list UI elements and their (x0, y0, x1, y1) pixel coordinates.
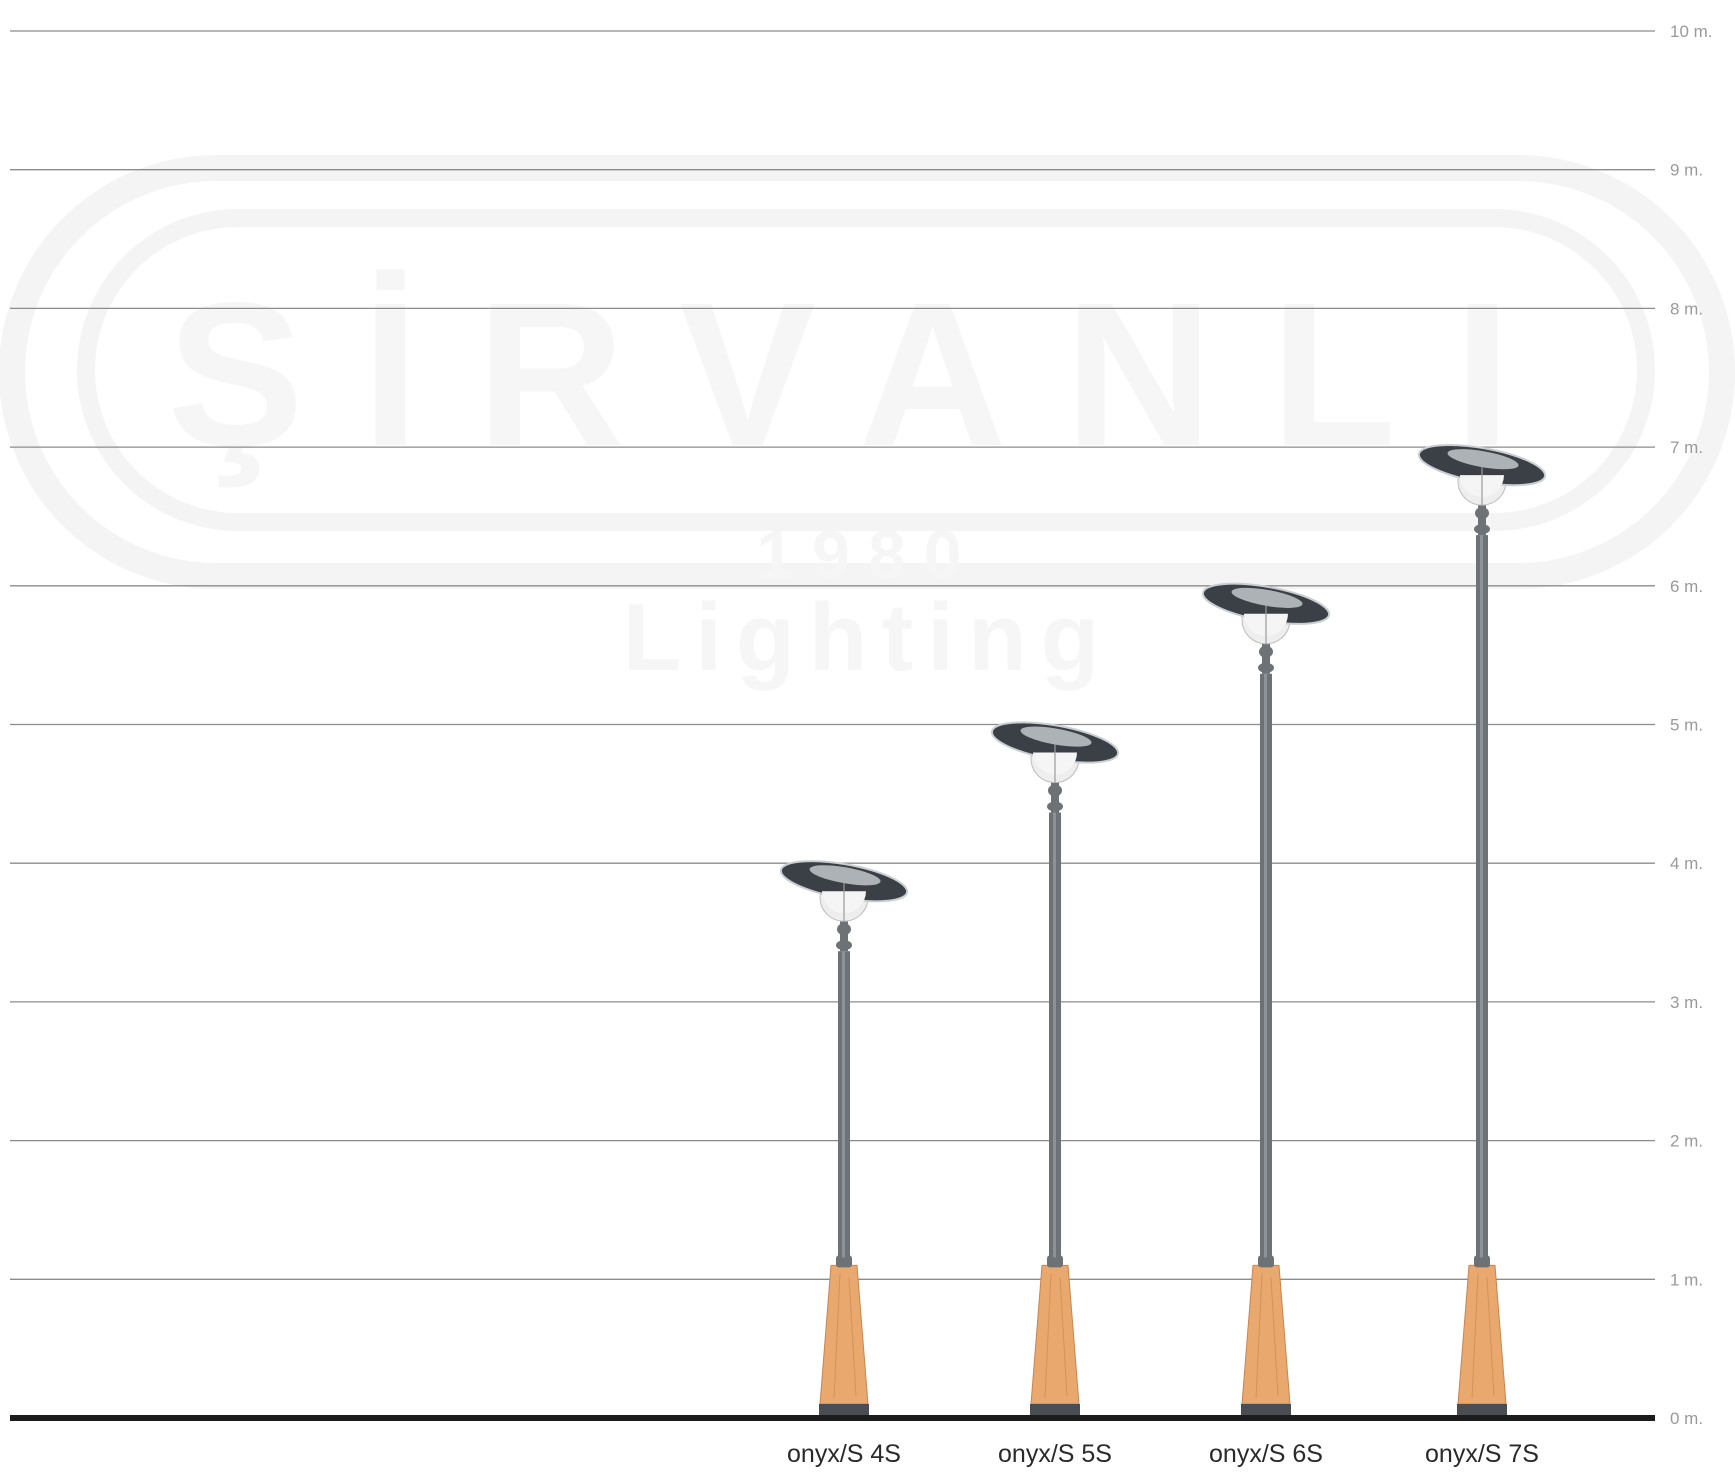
pole-collar (1258, 1255, 1274, 1268)
wood-grain (848, 1277, 857, 1397)
wood-grain (1486, 1277, 1495, 1397)
pole-neck-knob (837, 923, 851, 936)
watermark-outer-ring (0, 155, 1735, 589)
pole-wood-base (1030, 1264, 1080, 1405)
pole-neck-ring (1474, 524, 1490, 535)
height-gridlines (10, 30, 1655, 1280)
tick-label: 0 m. (1670, 1409, 1703, 1428)
pole-neck (1051, 782, 1059, 813)
wood-grain (833, 1273, 841, 1399)
street-light-pole (990, 721, 1120, 1417)
watermark-sub-text: Lighting (623, 584, 1114, 691)
street-light-pole (1417, 444, 1547, 1417)
brand-watermark: ŞİRVANLI 1980 Lighting (0, 155, 1735, 691)
wood-grain (1044, 1273, 1052, 1399)
pole-model-label: onyx/S 7S (1425, 1440, 1539, 1468)
pole-collar (1474, 1255, 1490, 1268)
ground-line (10, 1415, 1655, 1421)
tick-label: 3 m. (1670, 993, 1703, 1012)
tick-label: 9 m. (1670, 161, 1703, 180)
lamp-shade-top (809, 865, 881, 886)
pole-neck-knob (1259, 645, 1273, 658)
street-light-pole (1201, 582, 1331, 1417)
pole-neck-knob (1048, 784, 1062, 797)
street-light-pole (779, 860, 909, 1417)
pole-neck-knob (1475, 507, 1489, 520)
height-tick-labels: 10 m. 9 m. 8 m. 7 m. 6 m. 5 m. 4 m. 3 m. 2 m. 1 m… (1670, 22, 1713, 1428)
lamp-shade-top (1231, 587, 1303, 608)
tick-label: 2 m. (1670, 1132, 1703, 1151)
pole-shaft-highlight (1480, 535, 1483, 1258)
pole-shaft-highlight (842, 951, 845, 1258)
pole-model-label: onyx/S 5S (998, 1440, 1112, 1468)
lamp-shade-top (1447, 449, 1519, 470)
pole-wood-base (1457, 1264, 1507, 1405)
watermark-inner-ring (77, 209, 1655, 531)
pole-shaft-highlight (1264, 673, 1267, 1258)
wood-grain (1471, 1273, 1479, 1399)
pole-wood-base (819, 1264, 869, 1405)
tick-label: 10 m. (1670, 22, 1713, 41)
pole-neck (840, 921, 848, 952)
pole-neck-ring (1258, 662, 1274, 673)
watermark-year-text: 1980 (756, 517, 979, 593)
pole-model-labels: onyx/S 4S onyx/S 5S onyx/S 6S onyx/S 7S (787, 1440, 1539, 1468)
wood-grain (1270, 1277, 1279, 1397)
tick-label: 6 m. (1670, 577, 1703, 596)
pole-collar (836, 1255, 852, 1268)
tick-label: 4 m. (1670, 854, 1703, 873)
street-light-poles (779, 444, 1547, 1417)
lamp-shade-top (1020, 726, 1092, 747)
tick-label: 7 m. (1670, 438, 1703, 457)
lamp-shade (1417, 444, 1547, 487)
wood-grain (1059, 1277, 1068, 1397)
pole-shaft-highlight (1053, 812, 1056, 1258)
pole-model-label: onyx/S 6S (1209, 1440, 1323, 1468)
pole-neck (1262, 643, 1270, 674)
tick-label: 5 m. (1670, 716, 1703, 735)
watermark-brand-text: ŞİRVANLI (167, 260, 1569, 489)
pole-foot (819, 1404, 869, 1417)
pole-foot (1241, 1404, 1291, 1417)
pole-collar (1047, 1255, 1063, 1268)
pole-model-label: onyx/S 4S (787, 1440, 901, 1468)
pole-neck-ring (836, 940, 852, 951)
pole-neck (1478, 505, 1486, 536)
pole-neck-ring (1047, 801, 1063, 812)
tick-label: 1 m. (1670, 1270, 1703, 1289)
pole-wood-base (1241, 1264, 1291, 1405)
pole-foot (1457, 1404, 1507, 1417)
pole-foot (1030, 1404, 1080, 1417)
wood-grain (1255, 1273, 1263, 1399)
tick-label: 8 m. (1670, 299, 1703, 318)
